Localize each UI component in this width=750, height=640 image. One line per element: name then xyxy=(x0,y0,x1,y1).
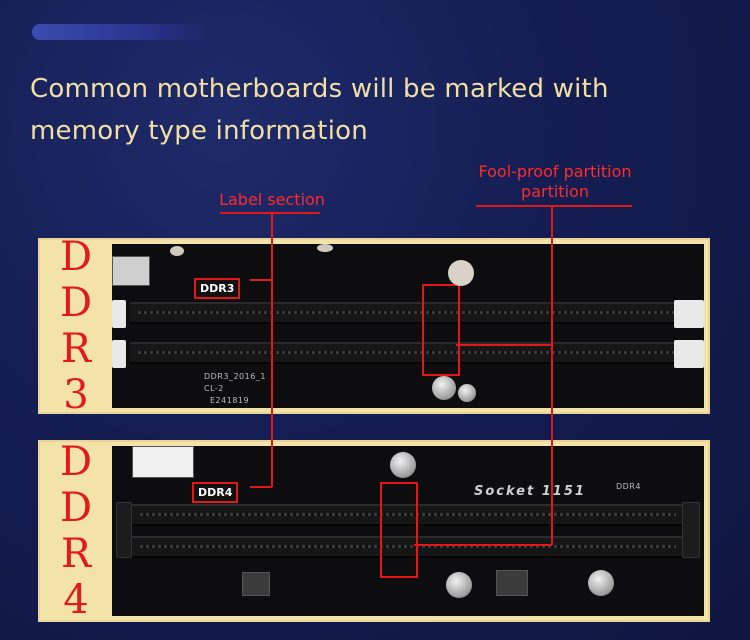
ddr4-chip-tag: DDR4 xyxy=(192,482,239,503)
slot-latch xyxy=(116,502,132,558)
callout-fool-proof: Fool-proof partition partition xyxy=(478,162,632,201)
memory-slot xyxy=(132,504,684,526)
ddr3-side-label: D D R 3 xyxy=(40,234,112,418)
capacitor xyxy=(458,384,476,402)
memory-slot xyxy=(130,342,686,364)
slot-latch xyxy=(112,300,126,328)
side-letter: D xyxy=(59,485,93,531)
slot-latch xyxy=(674,340,704,368)
headline: Common motherboards will be marked with … xyxy=(30,74,609,146)
connector xyxy=(112,256,150,286)
slot-latch xyxy=(674,300,704,328)
memory-slot xyxy=(132,536,684,558)
ddr4-panel: D D R 4 DDR4 Socket 1151 DDR4 xyxy=(38,439,710,623)
capacitor xyxy=(390,452,416,478)
memory-slot xyxy=(130,302,686,324)
capacitor xyxy=(432,376,456,400)
ddr4-side-label: D D R 4 xyxy=(40,439,112,623)
silkscreen-text: DDR4 xyxy=(616,482,641,491)
side-letter: 4 xyxy=(63,577,89,623)
slot-latch xyxy=(112,340,126,368)
side-letter: R xyxy=(60,326,92,372)
capacitor xyxy=(588,570,614,596)
slot-latch xyxy=(682,502,700,558)
decorative-top-bar xyxy=(32,24,212,40)
connector xyxy=(132,446,194,478)
ddr4-key-notch-highlight xyxy=(380,482,418,578)
ddr3-key-notch-highlight xyxy=(422,284,460,376)
silkscreen-text: CL-2 xyxy=(204,384,224,393)
ddr4-board-photo: DDR4 Socket 1151 DDR4 xyxy=(112,446,704,616)
ddr3-chip-tag: DDR3 xyxy=(194,278,241,299)
ddr3-panel: D D R 3 DDR3 DDR3_2016_1 E241819 CL-2 xyxy=(38,234,710,418)
no-symbol-mark xyxy=(448,260,474,286)
side-letter: D xyxy=(59,280,93,326)
callout-label-section: Label section xyxy=(219,190,325,209)
mounting-hole xyxy=(170,246,184,256)
mounting-hole xyxy=(317,244,333,252)
side-letter: R xyxy=(60,531,92,577)
capacitor xyxy=(446,572,472,598)
inductor xyxy=(242,572,270,596)
silkscreen-text: E241819 xyxy=(210,396,250,405)
ddr3-board-photo: DDR3 DDR3_2016_1 E241819 CL-2 xyxy=(112,244,704,408)
side-letter: D xyxy=(59,439,93,485)
inductor xyxy=(496,570,528,596)
socket-label: Socket 1151 xyxy=(474,484,586,499)
silkscreen-text: DDR3_2016_1 xyxy=(204,372,266,381)
side-letter: D xyxy=(59,234,93,280)
side-letter: 3 xyxy=(63,372,89,418)
